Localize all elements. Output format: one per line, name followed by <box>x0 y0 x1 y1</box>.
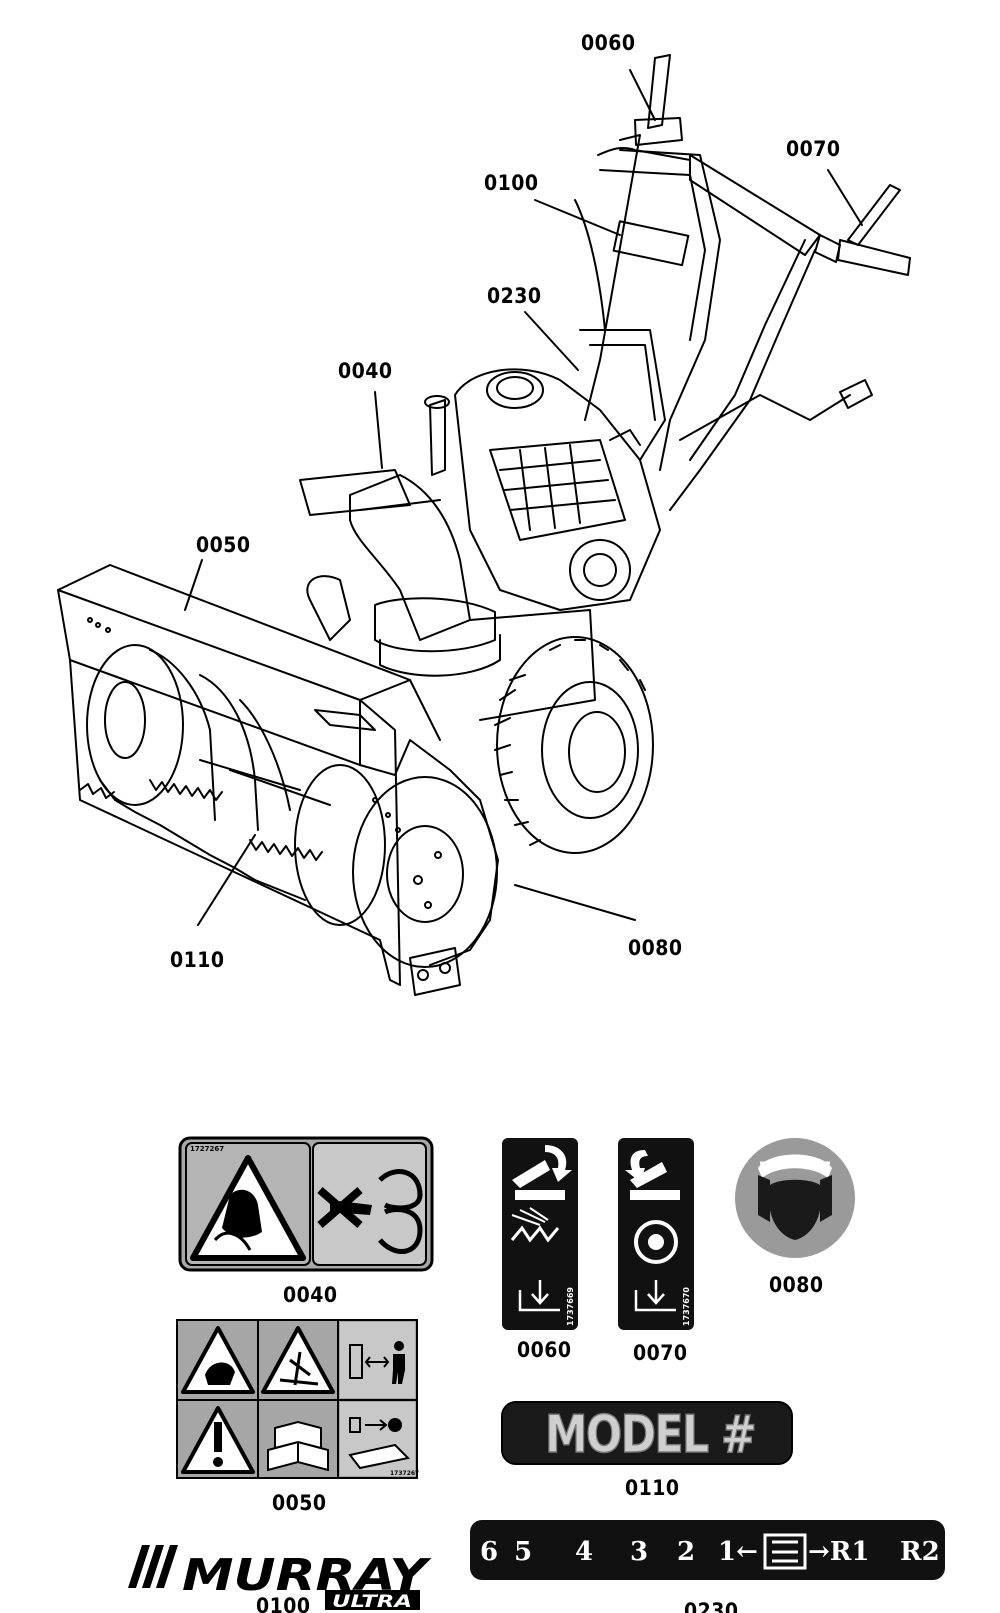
gear-r1: →R1 <box>808 1537 869 1567</box>
callout-labels: 0060 0070 0100 0230 0040 0050 0110 0080 <box>170 31 841 972</box>
gear-5: 5 <box>514 1537 532 1567</box>
murray-ultra-text: ULTRA <box>332 1592 412 1612</box>
keep-distance-icon <box>349 1344 390 1379</box>
warning-triangle-icon <box>181 1326 255 1394</box>
decal-0050: 1737267 <box>176 1319 419 1479</box>
decal-0230-label: 0230 <box>684 1599 739 1613</box>
gear-3: 3 <box>630 1537 648 1567</box>
down-arrow-icon <box>634 1280 676 1312</box>
callout-0060: 0060 <box>581 31 636 55</box>
callout-0070: 0070 <box>786 137 841 161</box>
callout-0050: 0050 <box>196 533 251 557</box>
decal-0100-label: 0100 <box>256 1594 311 1613</box>
decal-0040: 1727267 <box>178 1136 434 1272</box>
transmission-icon <box>763 1533 807 1570</box>
gear-4: 4 <box>575 1537 593 1567</box>
callout-0040: 0040 <box>338 359 393 383</box>
down-arrow-icon <box>518 1280 560 1312</box>
decal-0060-label: 0060 <box>517 1338 572 1362</box>
decal-0050-part-number: 1737267 <box>390 1470 419 1477</box>
lever-down-icon <box>630 1162 667 1188</box>
decal-0070: 1737670 <box>618 1138 694 1330</box>
wheel-icon <box>634 1220 678 1264</box>
decal-0110-label: 0110 <box>625 1476 680 1500</box>
decal-0080-label: 0080 <box>769 1273 824 1297</box>
callout-0100: 0100 <box>484 171 539 195</box>
gear-6: 6 <box>480 1537 498 1567</box>
snowblower-illustration <box>57 54 911 996</box>
impeller-icon <box>378 1169 423 1254</box>
decal-0110: MODEL # <box>501 1401 793 1466</box>
murray-stripes-icon <box>128 1545 178 1588</box>
decal-0230: 6 5 4 3 2 1← →R1 R2 <box>470 1520 945 1580</box>
decal-0100: MURRAY ULTRA <box>128 1545 432 1612</box>
callout-0230: 0230 <box>487 284 542 308</box>
decal-0080 <box>735 1138 855 1258</box>
gear-r2: R2 <box>900 1537 940 1567</box>
lever-down-icon <box>512 1160 550 1188</box>
gear-1: 1← <box>718 1537 758 1567</box>
decal-0040-label: 0040 <box>283 1283 338 1307</box>
gear-2: 2 <box>677 1537 695 1567</box>
decal-0040-part-number: 1727267 <box>190 1145 224 1153</box>
auger-icon <box>510 1225 560 1243</box>
remove-key-icon <box>349 1417 388 1433</box>
decal-0060-part-number: 1737669 <box>566 1287 575 1326</box>
callout-0080: 0080 <box>628 936 683 960</box>
model-number-text: MODEL # <box>545 1405 755 1465</box>
hand-auger-icon <box>222 1189 262 1238</box>
ear-protection-icon <box>758 1154 832 1178</box>
decal-0060: 1737669 <box>502 1138 578 1330</box>
callout-0110: 0110 <box>170 948 225 972</box>
decal-0050-label: 0050 <box>272 1491 327 1515</box>
decal-0070-label: 0070 <box>633 1341 688 1365</box>
decal-0070-part-number: 1737670 <box>682 1287 691 1326</box>
